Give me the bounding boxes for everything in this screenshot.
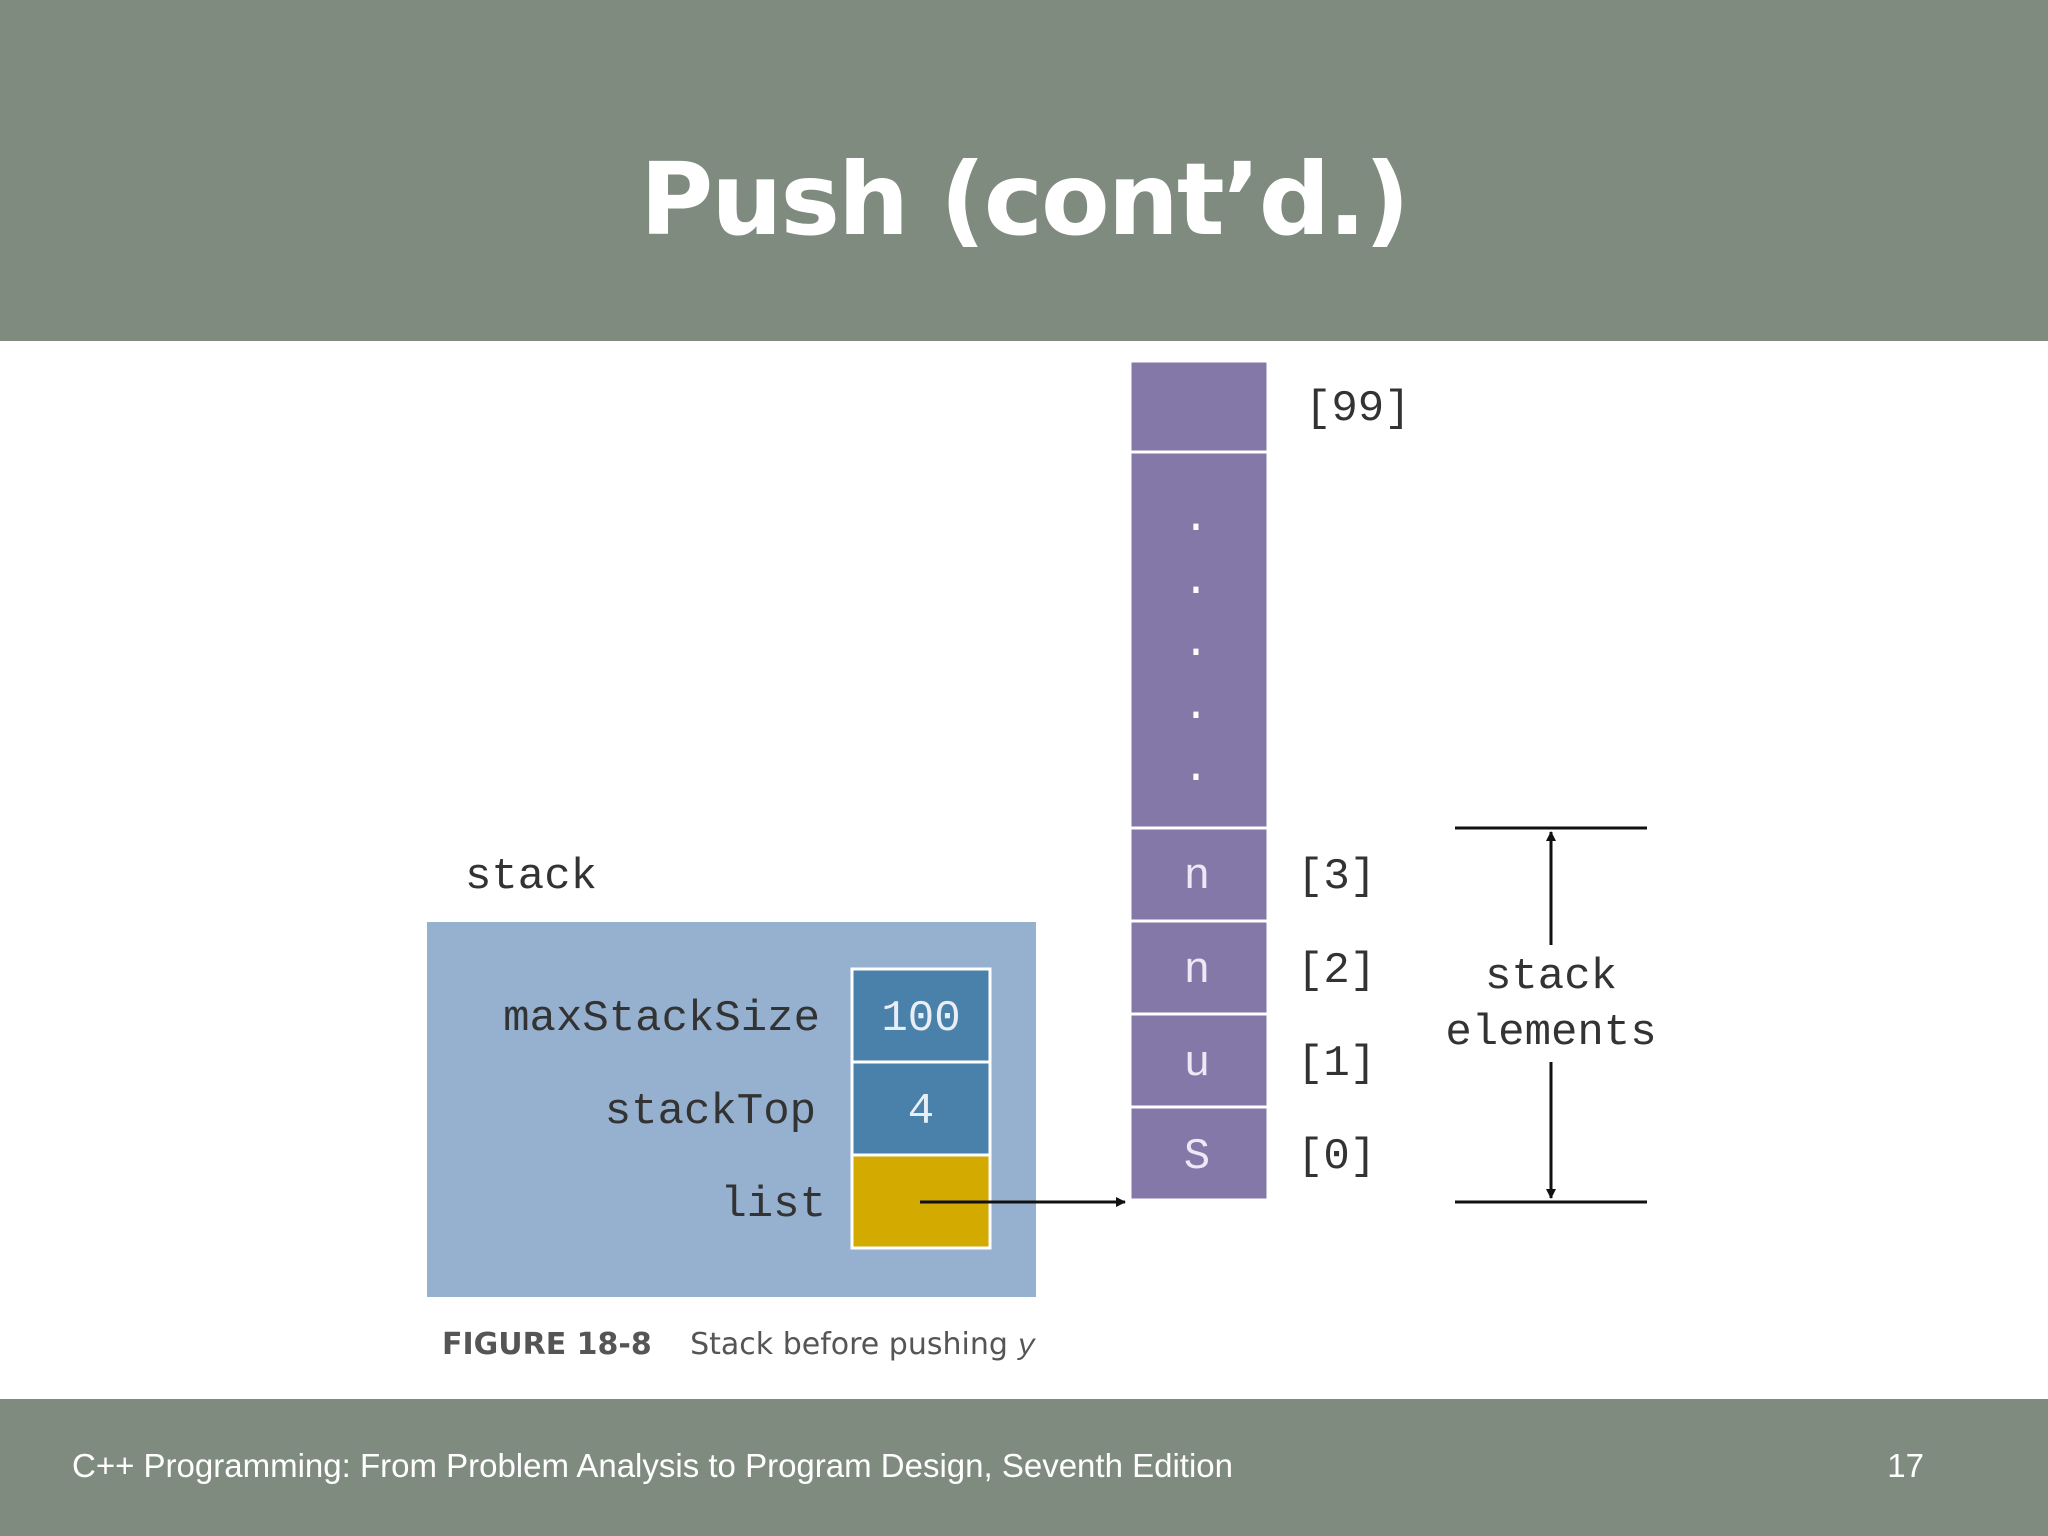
stack-diagram: stack maxStackSize stackTop list 100 4 .… xyxy=(427,359,1657,1364)
ellipsis-dot: . xyxy=(1183,494,1209,544)
slide-header xyxy=(0,0,2048,341)
array-value-3: n xyxy=(1184,852,1210,902)
array-cell-0 xyxy=(1128,1105,1270,1202)
array-cell-99 xyxy=(1128,359,1270,454)
footer-text: C++ Programming: From Problem Analysis t… xyxy=(72,1447,1233,1484)
array-ellipsis-cell xyxy=(1128,450,1270,830)
ellipsis-dot: . xyxy=(1183,744,1209,794)
field-value-maxstacksize: 100 xyxy=(881,994,960,1044)
array-cell-3 xyxy=(1128,826,1270,923)
brace-label-line1: stack xyxy=(1485,952,1617,1002)
slide-title: Push (cont’d.) xyxy=(640,141,1410,258)
array-index-1: [1] xyxy=(1297,1039,1376,1089)
field-label-list: list xyxy=(720,1180,826,1230)
brace-label-line2: elements xyxy=(1445,1008,1656,1058)
page-number: 17 xyxy=(1887,1447,1924,1484)
caption-text: Stack before pushing xyxy=(690,1327,1017,1362)
ellipsis-dot: . xyxy=(1183,682,1209,732)
array-cell-1 xyxy=(1128,1012,1270,1109)
caption-variable: y xyxy=(1016,1330,1036,1364)
ellipsis-dot: . xyxy=(1183,619,1209,669)
array-index-99: [99] xyxy=(1305,384,1411,434)
caption-label: FIGURE 18-8 xyxy=(442,1327,652,1362)
figure-caption: FIGURE 18-8 Stack before pushing y xyxy=(442,1327,1036,1364)
array-index-0: [0] xyxy=(1297,1132,1376,1182)
field-cell-maxstacksize xyxy=(850,967,992,1064)
struct-name-label: stack xyxy=(465,852,597,902)
field-label-maxstacksize: maxStackSize xyxy=(503,994,820,1044)
array-value-1: u xyxy=(1184,1039,1210,1089)
array-value-2: n xyxy=(1184,946,1210,996)
array-cell-2 xyxy=(1128,919,1270,1016)
array-index-2: [2] xyxy=(1297,946,1376,996)
array-index-3: [3] xyxy=(1297,852,1376,902)
field-value-stacktop: 4 xyxy=(908,1087,934,1137)
field-label-stacktop: stackTop xyxy=(605,1087,816,1137)
array-value-0: S xyxy=(1184,1132,1210,1182)
ellipsis-dot: . xyxy=(1183,557,1209,607)
slide-footer xyxy=(0,1399,2048,1536)
